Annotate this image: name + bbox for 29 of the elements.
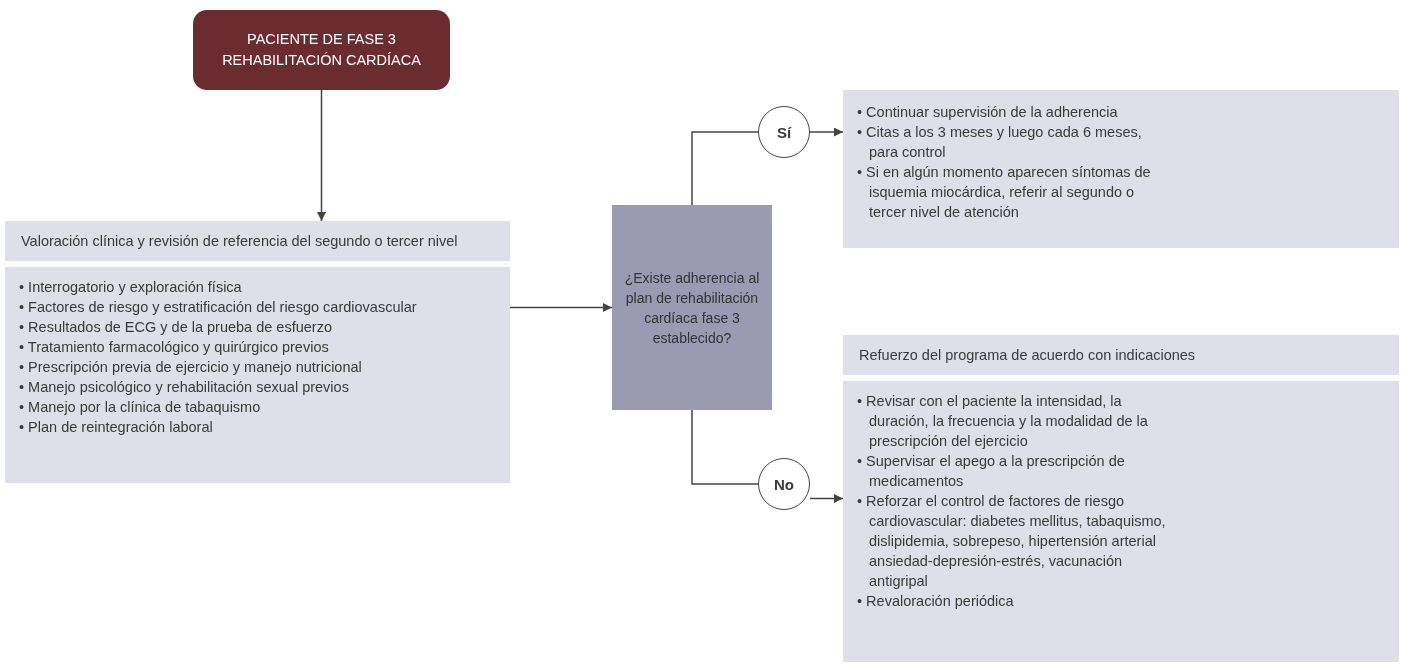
connector-line (809, 127, 844, 137)
connector-line (691, 409, 759, 485)
start-box (193, 10, 450, 90)
connector-line (509, 303, 613, 312)
bullet-item: • Supervisar el apego a la prescripción de medicamentos (857, 452, 1126, 491)
bullet-item: • Prescripción previa de ejercicio y manejo nutricional (19, 358, 363, 377)
bullet-item: • Manejo psicológico y rehabilitación sexual previos (19, 378, 350, 397)
answer-label: Sí (776, 123, 792, 141)
answer-label: No (774, 475, 794, 493)
connector-line (691, 131, 759, 206)
answer-circle (758, 106, 810, 158)
bullet-item: • Continuar supervisión de la adherencia (857, 103, 1119, 122)
connector-line (809, 494, 844, 503)
question-text: ¿Existe adherencia al plan de rehabilitación cardíaca fase 3 establecido? (623, 268, 761, 348)
bullet-item: • Manejo por la clínica de tabaquismo (19, 398, 262, 417)
answer-circle (758, 458, 810, 510)
bullet-item: • Tratamiento farmacológico y quirúrgico previos (19, 338, 330, 357)
bullet-item: • Plan de reintegración laboral (19, 418, 214, 437)
bullet-item: • Revisar con el paciente la intensidad, la duración, la frecuencia y la modalidad de la prescripción del ejercicio (857, 392, 1149, 451)
node-text: PACIENTE DE FASE 3 REHABILITACIÓN CARDÍACA (221, 30, 422, 70)
bullet-item: • Interrogatorio y exploración física (19, 278, 243, 297)
bullet-item: • Resultados de ECG y de la prueba de esfuerzo (19, 318, 333, 337)
bullet-item: • Revaloración periódica (857, 592, 1015, 611)
bullet-item: • Si en algún momento aparecen síntomas de isquemia miocárdica, referir al segundo o tercer nivel de atención (857, 163, 1152, 222)
bullet-item: • Factores de riesgo y estratificación del riesgo cardiovascular (19, 298, 418, 317)
connector-line (317, 89, 326, 222)
bullet-item: • Citas a los 3 meses y luego cada 6 meses, para control (857, 123, 1143, 162)
decision-box (612, 205, 772, 410)
bullet-item: • Reforzar el control de factores de riesgo cardiovascular: diabetes mellitus, tabaquismo, dislipidemia, sobrepeso, hipertensión arterial ansiedad-depresión-estrés, vacunación antigripal (857, 492, 1167, 591)
